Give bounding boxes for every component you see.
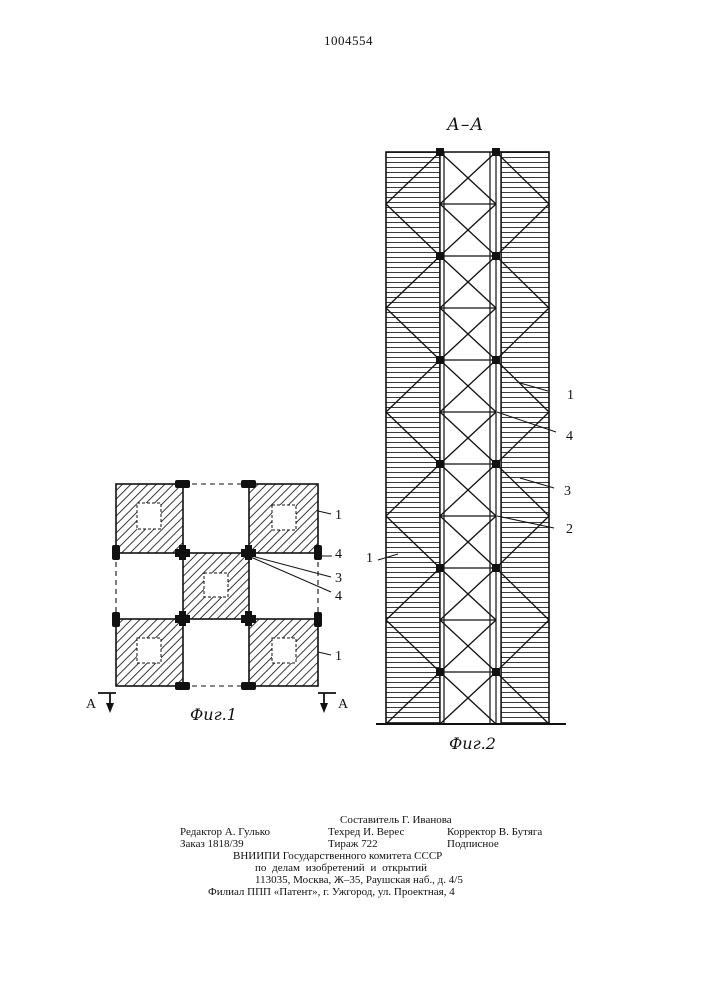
fig2-core [440, 152, 501, 724]
fig2-elevation [376, 148, 566, 724]
colophon-institute-sub: по делам изобретений и открытий [255, 862, 427, 874]
colophon-institute: ВНИИПИ Государственного комитета СССР [233, 850, 442, 862]
fig2-callout-3: 3 [564, 485, 571, 499]
colophon-subscription: Подписное [447, 838, 499, 850]
fig2-callout-4: 4 [566, 430, 573, 444]
colophon-corrector: Корректор В. Бутяга [447, 826, 542, 838]
colophon-order: Заказ 1818/39 [180, 838, 244, 850]
colophon-circulation: Тираж 722 [328, 838, 378, 850]
fig1-plan [98, 480, 336, 713]
fig2-callout-2: 2 [566, 523, 573, 537]
fig1-callout-3: 3 [335, 572, 342, 586]
colophon-techred: Техред И. Верес [328, 826, 404, 838]
fig1-section-mark-right: А [338, 698, 348, 712]
fig2-caption: Фиг.2 [449, 734, 496, 753]
fig1-caption: Фиг.1 [190, 705, 237, 724]
fig1-section-mark-left: А [86, 698, 96, 712]
fig1-callout-4-bottom: 4 [335, 590, 342, 604]
fig1-callout-1-top: 1 [335, 509, 342, 523]
fig1-callout-1-bottom: 1 [335, 650, 342, 664]
colophon-address: 113035, Москва, Ж–35, Раушская наб., д. … [255, 874, 463, 886]
fig2-right-panel [501, 152, 549, 724]
fig1-callout-4-top: 4 [335, 548, 342, 562]
fig2-callout-1-left: 1 [366, 552, 373, 566]
colophon-editor: Редактор А. Гулько [180, 826, 270, 838]
colophon-branch: Филиал ППП «Патент», г. Ужгород, ул. Про… [208, 886, 455, 898]
colophon-compiler: Составитель Г. Иванова [340, 814, 452, 826]
fig2-callout-1-right: 1 [567, 389, 574, 403]
